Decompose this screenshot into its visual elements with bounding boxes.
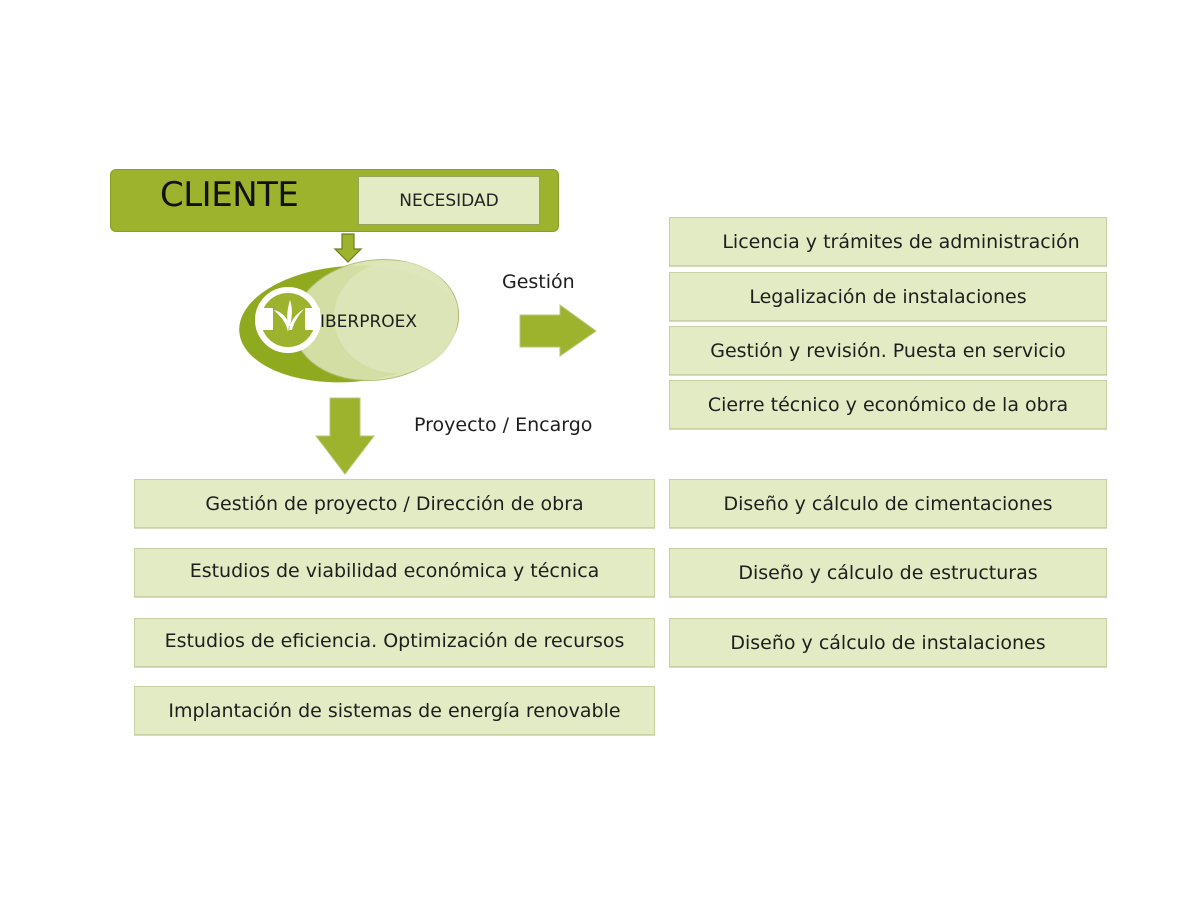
plant-emblem-icon xyxy=(255,287,321,353)
client-title: CLIENTE xyxy=(160,175,299,215)
brand-name: IBERPROEX xyxy=(320,312,418,332)
project-item: Estudios de eficiencia. Optimización de … xyxy=(134,618,655,667)
design-item: Diseño y cálculo de instalaciones xyxy=(669,618,1107,667)
design-item: Diseño y cálculo de estructuras xyxy=(669,548,1107,597)
right-arrow xyxy=(519,304,597,357)
management-item: Cierre técnico y económico de la obra xyxy=(669,380,1107,429)
management-item: Legalización de instalaciones xyxy=(669,272,1107,321)
management-item: Licencia y trámites de administración xyxy=(669,217,1107,266)
management-label: Gestión xyxy=(502,271,575,293)
down-arrow xyxy=(314,397,376,475)
management-item: Gestión y revisión. Puesta en servicio xyxy=(669,326,1107,375)
project-label: Proyecto / Encargo xyxy=(414,414,593,436)
need-box: NECESIDAD xyxy=(358,176,540,225)
design-item: Diseño y cálculo de cimentaciones xyxy=(669,479,1107,528)
small-down-arrow xyxy=(333,233,363,263)
project-item: Estudios de viabilidad económica y técni… xyxy=(134,548,655,597)
project-item: Implantación de sistemas de energía reno… xyxy=(134,686,655,735)
project-item: Gestión de proyecto / Dirección de obra xyxy=(134,479,655,528)
iberproex-logo xyxy=(239,258,460,383)
